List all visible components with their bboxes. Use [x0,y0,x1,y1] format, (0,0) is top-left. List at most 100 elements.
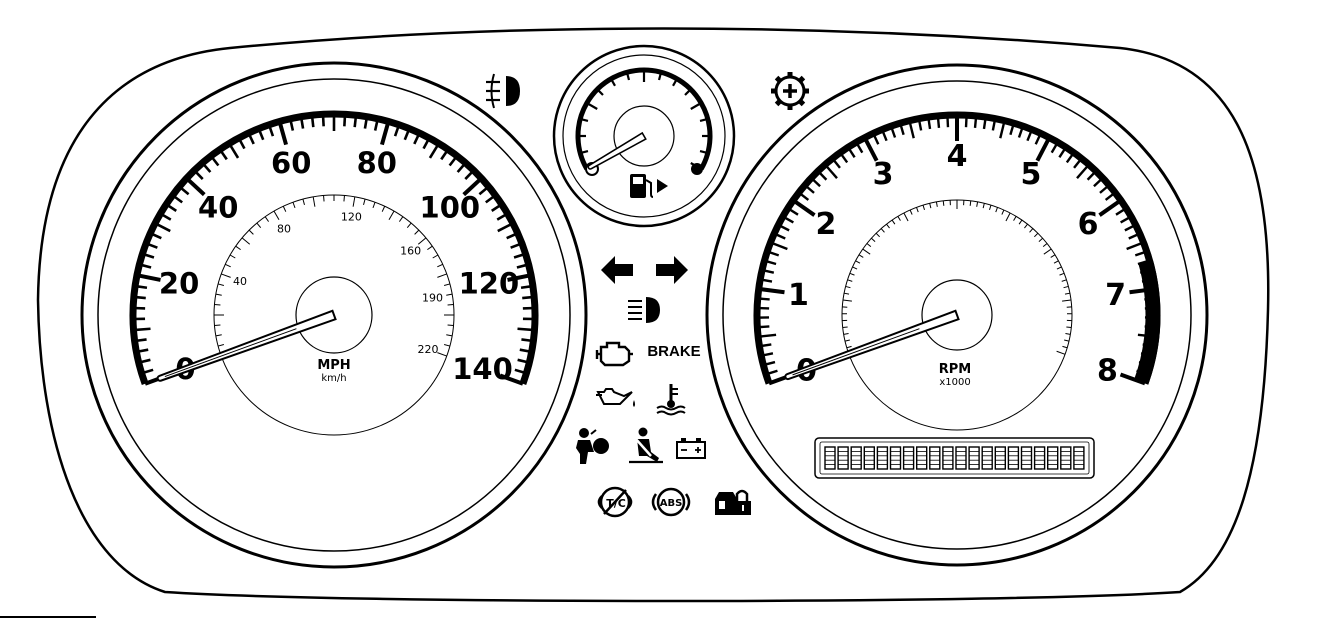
speed-tick [380,120,391,146]
speedometer: 0 20 40 60 80 100 120 140 40 80 120 160 … [80,61,588,569]
speed-tick [267,124,275,137]
rpm-inner-tick [1024,223,1028,229]
kmh-tick [225,263,231,268]
gear-tooth [774,75,783,84]
speed-tick [136,348,149,354]
kmh-tick [446,334,453,337]
tachometer-needle [784,309,960,381]
lcd-cell [824,446,836,470]
rpm-tick [787,207,799,216]
speed-tick [393,124,401,137]
rpm-inner-tick [1005,212,1011,222]
rpm-inner-tick [843,333,849,335]
rpm-tick [936,115,941,128]
rpm-inner-tick [969,200,972,206]
fuel-bezel-inner [562,54,726,218]
kmh-tick [217,344,225,347]
speed-tick [257,128,265,141]
speedometer-needle [156,309,337,382]
speed-label-60: 60 [271,146,311,180]
traction-control-label: T/C [606,497,626,510]
rpm-inner-tick [842,299,852,302]
speed-tick [277,120,288,146]
speed-tick [133,295,146,300]
speed-tick [185,176,206,197]
tachometer: 0 1 2 3 4 5 6 7 8 RPM x1000 [705,63,1209,567]
speed-tick [218,148,228,161]
rpm-tick [1098,198,1122,217]
rpm-inner-tick [1050,254,1056,258]
rpm-tick [1086,170,1097,181]
speed-tick [299,116,305,129]
speed-tick [310,115,315,128]
lcd-cell [837,446,849,470]
fuel-tick [699,117,709,123]
rpm-tick [880,129,888,142]
rpm-tick [759,278,773,283]
lcd-cell [1073,446,1085,470]
speed-tick [413,132,421,145]
fuel-tick [610,78,616,87]
rpm-tick [1058,146,1067,158]
rpm-tick [1035,136,1052,162]
rpm-tick [782,215,794,224]
fuel-tick [657,71,663,81]
rpm-tick [908,120,915,139]
fuel-tick [672,78,678,87]
rpm-tick [1141,278,1155,283]
rpm-tick [1136,369,1149,376]
speed-unit: MPH [317,358,350,373]
speed-tick [171,194,183,204]
kmh-tick [352,196,356,207]
rpm-label-7: 7 [1105,278,1126,313]
speed-tick [228,142,240,159]
rpm-inner-tick [1056,266,1062,270]
rpm-tick [855,141,864,154]
tachometer-bezel-inner [722,80,1192,550]
speed-tick [456,162,467,173]
fuel-tick [625,71,631,81]
speed-tick [517,358,530,364]
speed-label-100: 100 [420,191,481,225]
kmh-tick [292,202,296,209]
kmh-tick [447,324,454,326]
speed-tick [519,348,532,354]
turn-left-arrow-icon [601,256,633,284]
speed-tick [422,137,431,150]
speedometer-ticks [133,114,535,386]
kmh-tick [215,293,222,296]
speed-tick [516,263,529,269]
check-engine-icon [595,341,633,367]
kmh-tick [417,237,427,245]
rpm-inner-tick [1062,299,1072,302]
speed-tick [193,169,204,180]
speed-tick [522,295,535,300]
rpm-inner-tick [935,201,938,207]
rpm-tick [758,333,777,338]
rpm-tick [1139,268,1153,274]
rpm-inner-tick [982,203,985,209]
fuel-full-dot [691,163,703,175]
speedometer-bezel-inner [97,78,571,552]
rpm-tick [899,122,905,136]
kmh-tick [241,237,251,245]
tachometer-inner-ticks [842,200,1072,355]
rpm-inner-tick [849,272,855,276]
rpm-tick [1138,360,1151,367]
rpm-unit: RPM [939,362,971,377]
kmh-tick [398,216,404,222]
rpm-tick [1128,232,1141,240]
kmh-tick [217,283,225,286]
rpm-inner-tick [862,248,871,255]
kmh-label-80: 80 [277,222,291,235]
speed-tick [440,148,450,161]
speed-tick [462,176,483,197]
rpm-inner-tick [1061,279,1067,282]
rpm-tick [1137,259,1150,266]
oil-pressure-icon [596,388,635,407]
rpm-tick [982,116,987,130]
rpm-tick [872,132,880,145]
rpm-inner-tick [1043,248,1052,255]
rpm-tick [1137,333,1156,338]
rpm-inner-tick [1062,345,1068,349]
